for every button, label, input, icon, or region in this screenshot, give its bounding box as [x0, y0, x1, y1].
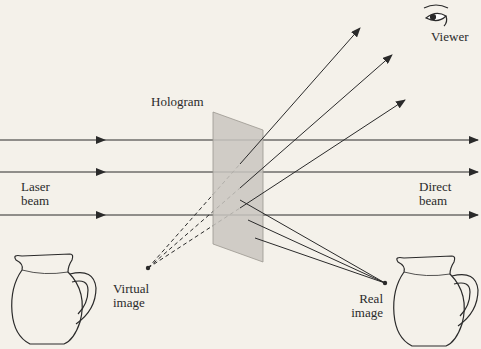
hologram-label: Hologram	[150, 95, 222, 109]
viewer-rays	[240, 28, 405, 208]
hologram-plate	[213, 112, 263, 262]
virtual-image-label: Virtual image	[112, 282, 166, 310]
real-rays	[240, 200, 385, 283]
virtual-jug	[12, 254, 96, 344]
viewer-eye	[424, 5, 448, 26]
viewer-label: Viewer	[430, 30, 478, 44]
direct-beam-label: Direct beam	[418, 180, 470, 208]
real-point	[383, 281, 387, 285]
real-jug	[394, 256, 478, 346]
laser-beam-label: Laser beam	[20, 180, 72, 208]
virtual-point	[146, 266, 150, 270]
real-image-label: Real image	[338, 292, 384, 320]
